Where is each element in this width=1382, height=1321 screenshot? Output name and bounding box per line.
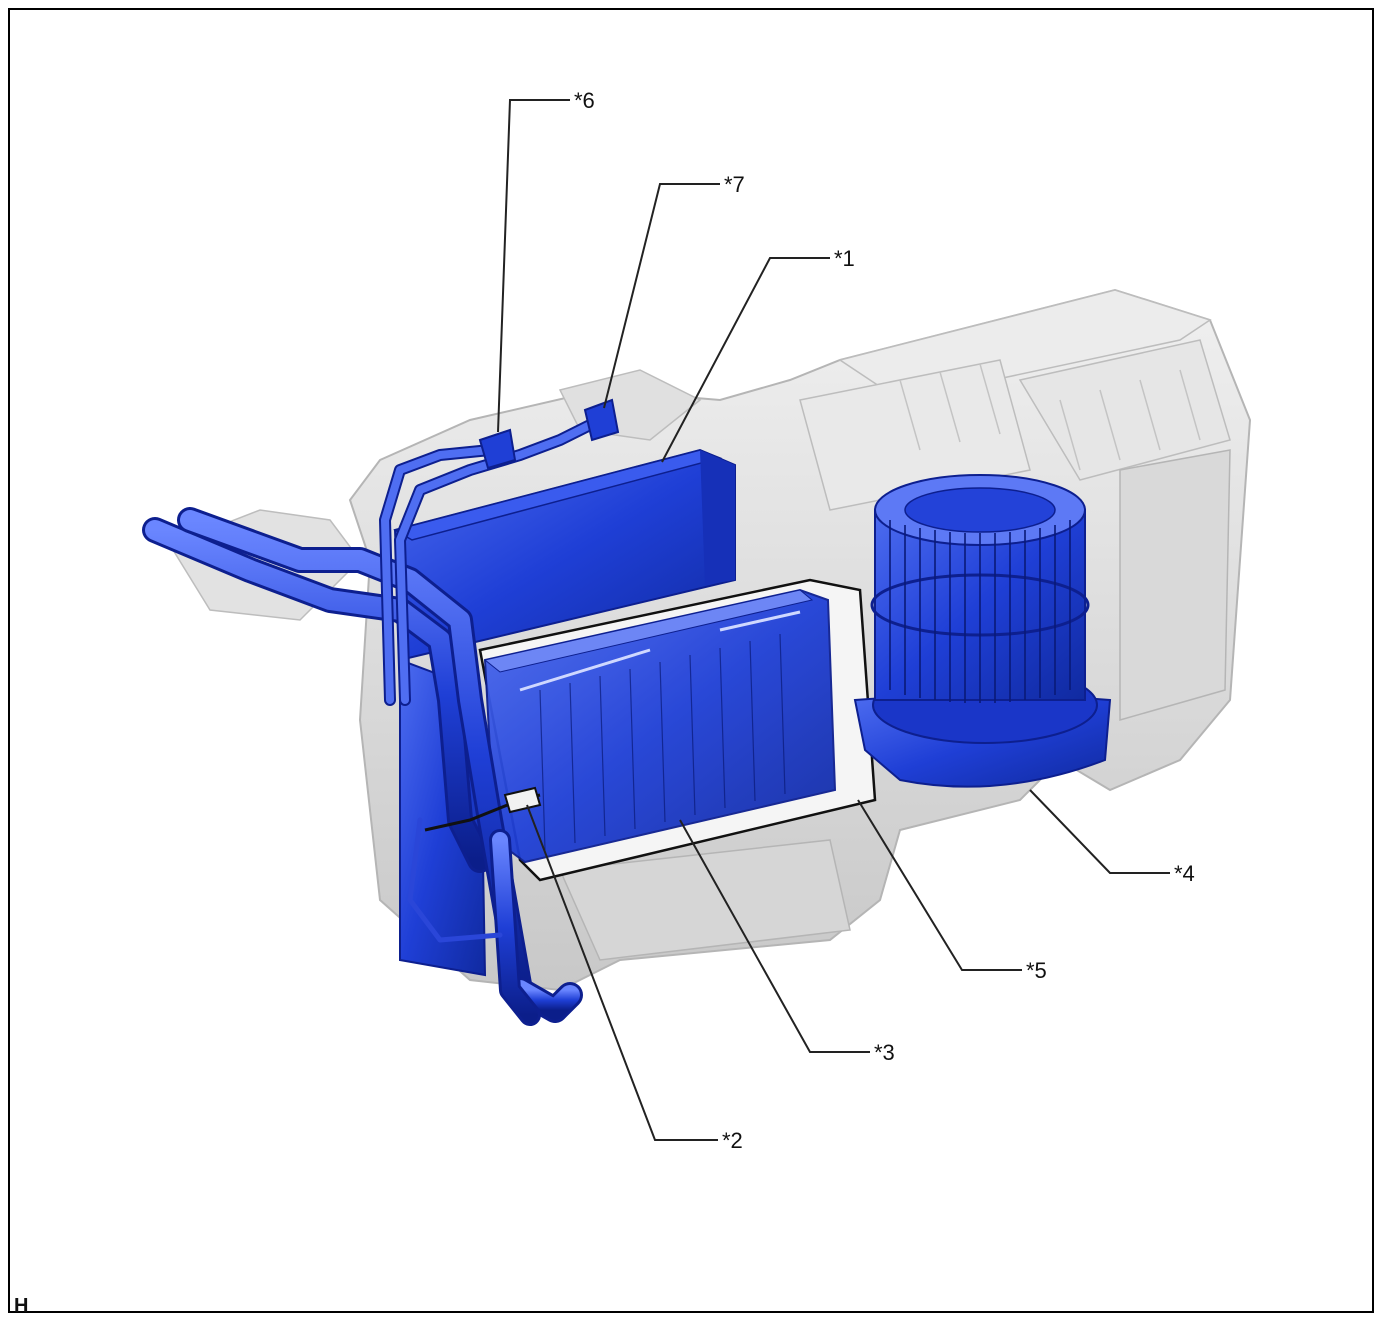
heater-radiator-core — [483, 588, 837, 864]
callout-7: *7 — [724, 172, 745, 197]
callout-4: *4 — [1174, 861, 1195, 886]
leader-lines — [497, 99, 1170, 1141]
callout-5: *5 — [1026, 958, 1047, 983]
leader-line-3 — [679, 819, 870, 1053]
heater-pipes — [142, 414, 606, 1026]
leader-line-5 — [857, 799, 1022, 971]
callout-3: *3 — [874, 1040, 895, 1065]
blower-motor-fan — [853, 474, 1112, 788]
callout-1: *1 — [834, 246, 855, 271]
leader-line-2 — [526, 804, 718, 1141]
callout-labels: *1 *2 *3 *4 *5 *6 *7 — [574, 88, 1195, 1153]
temperature-sensor-clip — [424, 786, 542, 832]
leader-line-6 — [497, 99, 570, 433]
leader-line-1 — [661, 257, 830, 463]
connector-6 — [478, 428, 517, 470]
connector-7 — [583, 398, 620, 442]
view-code-label: H — [14, 1295, 28, 1317]
leader-line-4 — [1029, 789, 1170, 874]
callout-2: *2 — [722, 1128, 743, 1153]
callout-6: *6 — [574, 88, 595, 113]
leader-line-7 — [603, 183, 720, 409]
